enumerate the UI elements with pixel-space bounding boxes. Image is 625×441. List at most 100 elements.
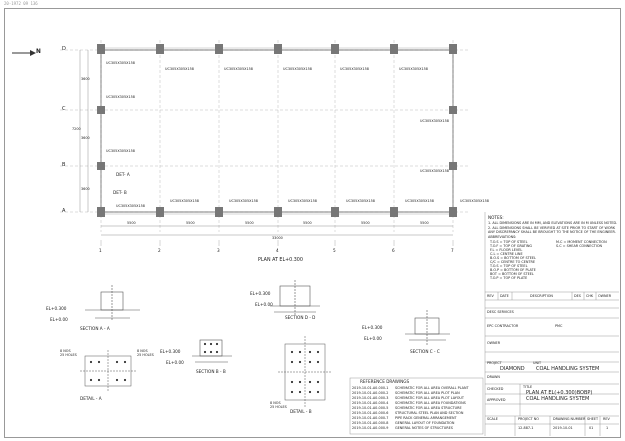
column-markers (97, 44, 457, 217)
detail-a-holes1: 8 NOS (60, 349, 71, 353)
abbr-left-8: B.O.P = BOTTOM OF PLATE (490, 268, 536, 272)
reference-number: 2019-10-01-A0-000-2 (352, 391, 389, 395)
detail-b-bolts (290, 350, 320, 394)
reference-title-item: SCHEMATIC FOR ALL AREA FOUNDATIONS (395, 401, 466, 405)
det-a-label: DET- A (116, 172, 130, 177)
reference-title-item: SCHEMATIC FOR ALL AREA STRUCTURE (395, 406, 462, 410)
notes-line-2: 2. ALL DIMENSIONS SHALL BE VERIFIED AT S… (488, 226, 616, 230)
notes-line-1: 1. ALL DIMENSIONS ARE IN MM, AND ELEVATI… (488, 221, 618, 225)
member-label-bot-6: UC305X305X158 (405, 199, 434, 203)
dimension-lines (79, 50, 453, 236)
grid-row-c: C (62, 106, 66, 112)
reference-title: REFERENCE DRAWINGS (360, 379, 410, 384)
horiz-dim-1: 5500 (127, 221, 136, 225)
member-label-top-4: UC305X305X158 (283, 67, 312, 71)
grid-row-b: B (62, 162, 66, 168)
north-arrow-icon (12, 50, 36, 56)
section-dd-drawing (270, 280, 320, 316)
approved-label: APPROVED (487, 398, 506, 402)
checked-label: CHECKED (487, 387, 504, 391)
top-filename: 20-1972 09 136 (4, 1, 38, 6)
reference-title-item: STRUCTURAL STEEL PLAN AND SECTION (395, 411, 464, 415)
detail-a-holes2: 25 HOLES (60, 353, 77, 357)
section-bb-drawing (192, 339, 232, 363)
abbr-right-2: S.C = SHEAR CONNECTION (556, 244, 603, 248)
grid-col-7: 7 (451, 248, 454, 253)
vert-dim-1: 3600 (81, 77, 90, 81)
section-bb-bolts (203, 342, 219, 354)
title-label: TITLE (523, 385, 533, 389)
plan-title: PLAN AT EL+0.300 (258, 258, 303, 263)
member-label-top-5: UC305X305X158 (340, 67, 369, 71)
reference-title-item: SCHEMATIC FOR ALL AREA PLOT LAYOUT (395, 396, 464, 400)
drawn-label: DRAWN (487, 375, 500, 379)
notes-title: NOTES: (488, 215, 504, 220)
rev-header-desc: DESCRIPTION (530, 294, 553, 298)
epc-pmc: PMC (555, 324, 563, 328)
rev-header-date: DATE (500, 294, 509, 298)
abbr-left-6: C/C = CENTRE TO CENTRE (490, 260, 536, 264)
beams (98, 47, 456, 215)
section-aa-el2: EL+0.00 (50, 317, 68, 322)
grid-col-1: 1 (99, 248, 102, 253)
abbr-left-3: F.L = FLOOR LEVEL (490, 248, 523, 252)
section-aa-title: SECTION A - A (80, 326, 110, 331)
member-label-bot-7: UC305X305X158 (460, 199, 489, 203)
section-cc-el2: EL+0.00 (364, 336, 382, 341)
abbr-left-2: T.O.F = TOP OF GRATING (490, 244, 532, 248)
detail-a-holes3: 8 NOS (137, 349, 148, 353)
member-label-top-3: UC305X305X158 (224, 67, 253, 71)
section-bb-title: SECTION B - B (196, 369, 226, 374)
reference-number: 2019-10-01-A0-000-4 (352, 401, 389, 405)
detail-a-holes4: 25 HOLES (137, 353, 154, 357)
rev-header-rev: REV (487, 294, 494, 298)
vert-dim-2: 7200 (72, 127, 81, 131)
section-aa-drawing (85, 285, 140, 320)
detail-b-title: DETAIL - B (290, 409, 312, 414)
vert-dim-3: 3600 (81, 136, 90, 140)
foot-projno: 12-887-1 (518, 426, 534, 430)
detail-a-title: DETAIL - A (80, 396, 102, 401)
reference-title-item: PIPE RACK GENERAL ARRANGEMENT (395, 416, 457, 420)
reference-number: 2019-10-01-A0-000-1 (352, 386, 389, 390)
reference-number: 2019-10-01-A0-000-9 (352, 426, 389, 430)
section-dd-el1: EL+0.300 (250, 291, 271, 296)
foot-rev-h: REV (603, 417, 610, 421)
member-label-top-6: UC305X305X158 (399, 67, 428, 71)
desc-services: DESC SERVICES (487, 310, 514, 314)
total-dim: 33000 (272, 236, 283, 240)
grid-ticks (100, 240, 454, 246)
member-label-top-1: UC305X305X158 (106, 61, 135, 65)
section-aa-el1: EL+0.300 (46, 306, 67, 311)
horiz-dim-4: 5500 (303, 221, 312, 225)
section-cc-title: SECTION C - C (410, 349, 440, 354)
epc-contractor: EPC CONTRACTOR (487, 324, 519, 328)
north-letter: N (36, 49, 41, 55)
member-label-mid-1: UC305X305X158 (106, 95, 135, 99)
detail-b-holes1: 8 NOS (270, 401, 281, 405)
reference-number: 2019-10-01-A0-000-8 (352, 421, 389, 425)
rev-header-owner: OWNER (598, 294, 612, 298)
grid-col-6: 6 (392, 248, 395, 253)
section-bb-el2: EL+0.00 (166, 360, 184, 365)
title-line-2: COAL HANDLING SYSTEM (526, 396, 590, 402)
grid-col-4: 4 (276, 248, 279, 253)
abbr-left-5: B.O.S = BOTTOM OF STEEL (490, 256, 536, 260)
foot-dwgno-h: DRAWING NUMBER (553, 417, 586, 421)
abbr-left-10: T.O.P = TOP OF PLATE (490, 276, 528, 280)
grid-col-2: 2 (158, 248, 161, 253)
section-bb-el1: EL+0.300 (160, 349, 181, 354)
section-dd-el2: EL+0.00 (255, 302, 273, 307)
reference-title-item: SCHEMATIC FOR ALL AREA OVERALL PLANT (395, 386, 469, 390)
member-label-bot-5: UC305X305X158 (346, 199, 375, 203)
detail-b-drawing (278, 336, 332, 408)
horiz-dim-6: 5500 (420, 221, 429, 225)
rev-header-des: DES (574, 294, 581, 298)
drawing-sheet (4, 8, 621, 438)
det-b-label: DET- B (113, 190, 127, 195)
member-label-top-7: UC305X305X158 (420, 119, 449, 123)
reference-title-item: GENERAL LAYOUT OF FOUNDATION (395, 421, 455, 425)
detail-a-bolts (89, 360, 127, 382)
unit-name: COAL HANDLING SYSTEM (536, 366, 600, 372)
